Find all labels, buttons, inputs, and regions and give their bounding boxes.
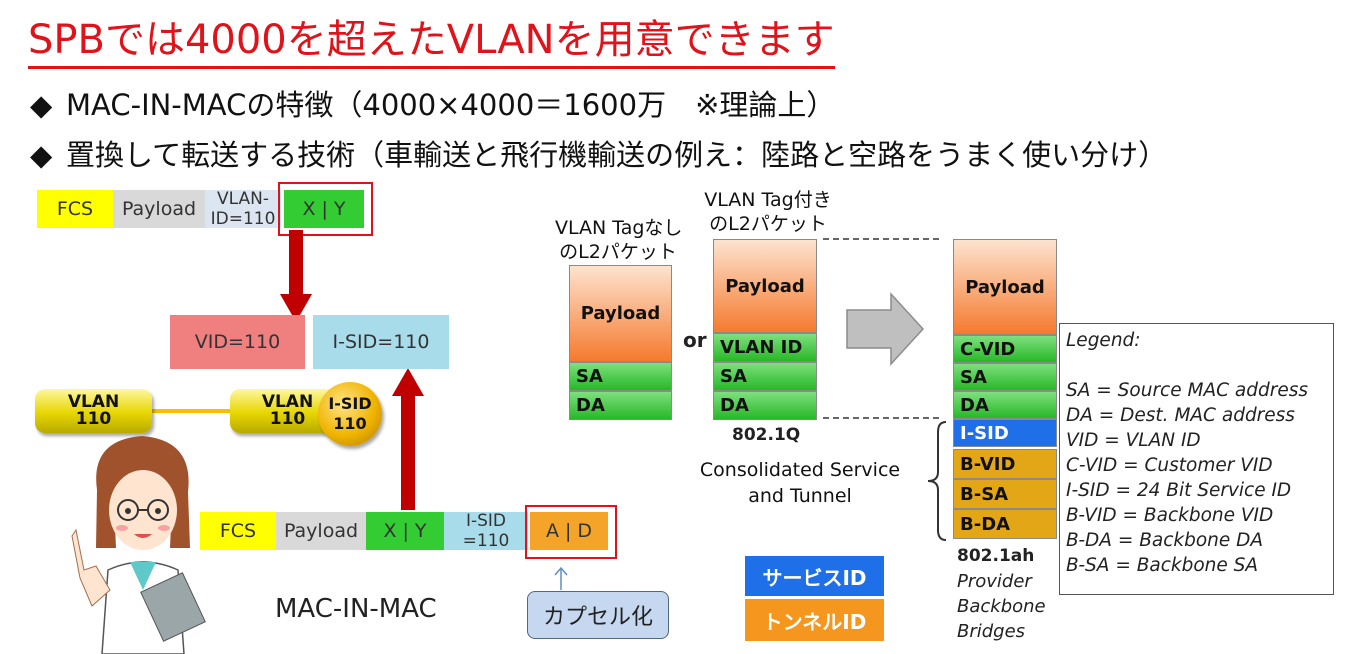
legend-line: B-VID = Backbone VID: [1066, 505, 1274, 526]
top-xy: X | Y: [284, 190, 364, 228]
tagged-caption: VLAN Tag付き のL2パケット: [704, 189, 832, 235]
bullet-replace: ◆ 置換して転送する技術（車輸送と飛行機輸送の例え：陸路と空路をうまく使い分け）: [30, 132, 1167, 174]
top-fcs: FCS: [37, 190, 113, 228]
untagged-da: DA: [569, 391, 672, 420]
legend-line: B-SA = Backbone SA: [1066, 555, 1259, 576]
bullet-mac-in-mac: ◆ MAC-IN-MACの特徴（4000×4000＝1600万 ※理論上）: [30, 82, 835, 124]
legend-box: Legend: SA = Source MAC address DA = Des…: [1059, 323, 1334, 595]
vid-box: VID=110: [170, 315, 305, 369]
vlan-connector: [152, 409, 232, 413]
top-xy-highlight: [278, 182, 373, 236]
diamond-icon: ◆: [30, 88, 53, 122]
untagged-caption: VLAN Tagなし のL2パケット: [555, 217, 683, 263]
pbb-cvid: C-VID: [953, 335, 1057, 363]
tagged-payload: Payload: [713, 239, 817, 333]
service-id-label: サービスID: [745, 556, 884, 596]
or-label: or: [683, 328, 707, 352]
legend-line: SA = Source MAC address: [1066, 380, 1308, 401]
top-vlan-id: VLAN- ID=110: [205, 189, 281, 229]
mac-in-mac-label: MAC-IN-MAC: [275, 594, 437, 624]
brace-icon: [927, 421, 947, 541]
pbb-sa: SA: [953, 363, 1057, 391]
tagged-standard: 802.1Q: [732, 425, 801, 445]
tagged-sa: SA: [713, 362, 817, 391]
pbb-isid: I-SID: [953, 419, 1057, 447]
tagged-vlan-id: VLAN ID: [713, 333, 817, 362]
legend-line: VID = VLAN ID: [1066, 430, 1201, 451]
pbb-bsa: B-SA: [953, 479, 1057, 509]
capsule-label: カプセル化: [527, 591, 669, 639]
right-arrow-icon: [846, 292, 925, 366]
pbb-bvid: B-VID: [953, 449, 1057, 479]
legend-line: B-DA = Backbone DA: [1066, 530, 1264, 551]
untagged-sa: SA: [569, 362, 672, 391]
tagged-da: DA: [713, 391, 817, 420]
bottom-isid: I-SID =110: [444, 511, 528, 551]
top-payload: Payload: [113, 190, 205, 228]
bottom-payload: Payload: [276, 512, 366, 550]
diamond-icon: ◆: [30, 138, 53, 172]
bullet-text: MAC-IN-MACの特徴（4000×4000＝1600万 ※理論上）: [66, 88, 836, 122]
pbb-payload: Payload: [953, 239, 1057, 335]
instructor-illustration: [71, 436, 206, 654]
legend-line: I-SID = 24 Bit Service ID: [1066, 480, 1292, 501]
isid-circle: I-SID 110: [318, 382, 382, 446]
bottom-ad: A | D: [530, 512, 608, 550]
vlan-left: VLAN 110: [35, 389, 152, 433]
isid-box: I-SID=110: [313, 315, 449, 369]
untagged-payload: Payload: [569, 265, 672, 362]
bottom-ad-highlight: [525, 505, 617, 559]
up-arrow-icon: [392, 368, 424, 510]
cst-label: Consolidated Service and Tunnel: [699, 459, 901, 507]
pbb-da: DA: [953, 391, 1057, 419]
legend-line: Legend:: [1066, 330, 1141, 351]
bullet-text: 置換して転送する技術（車輸送と飛行機輸送の例え：陸路と空路をうまく使い分け）: [66, 138, 1168, 172]
pbb-bda: B-DA: [953, 509, 1057, 539]
bottom-xy: X | Y: [366, 512, 444, 550]
bottom-fcs: FCS: [200, 512, 276, 550]
legend-line: DA = Dest. MAC address: [1066, 405, 1295, 426]
pbb-standard: 802.1ah: [957, 546, 1035, 566]
down-arrow-icon: [280, 230, 312, 322]
pbb-subtitle: Provider Backbone Bridges: [957, 571, 1046, 642]
page-title: SPBでは4000を超えたVLANを用意できます: [28, 14, 835, 69]
tunnel-id-label: トンネルID: [745, 599, 884, 641]
up-thin-arrow-icon: [554, 566, 568, 590]
legend-line: [1066, 353, 1333, 378]
legend-line: C-VID = Customer VID: [1066, 455, 1273, 476]
